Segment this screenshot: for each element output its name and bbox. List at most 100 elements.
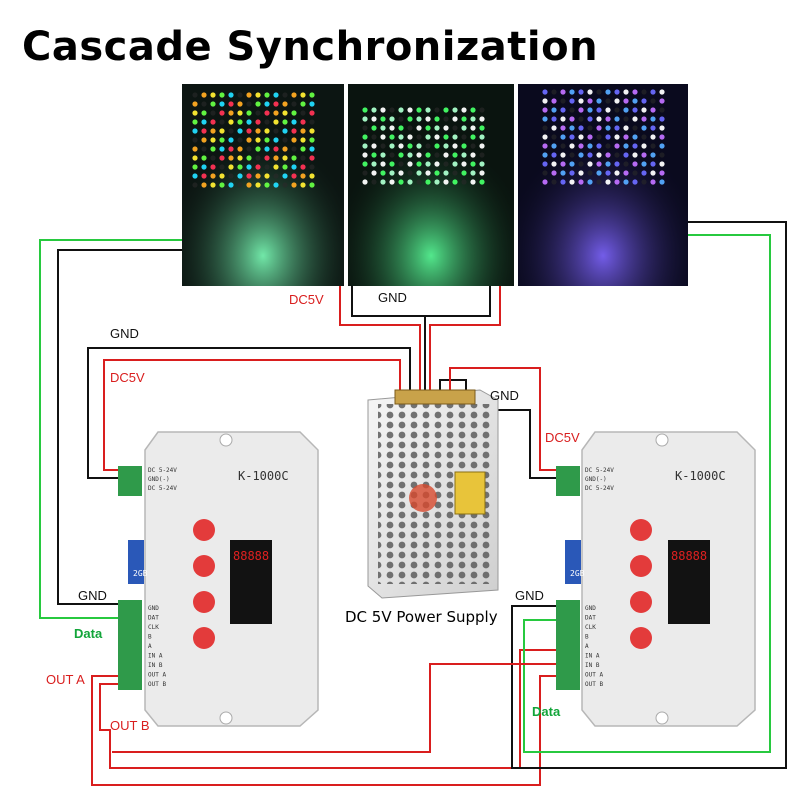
led-dot bbox=[228, 110, 234, 116]
led-dot bbox=[380, 152, 386, 158]
led-dot bbox=[201, 146, 207, 152]
led-dot bbox=[560, 125, 566, 131]
led-dot bbox=[309, 128, 315, 134]
led-dot bbox=[255, 146, 261, 152]
led-dot bbox=[264, 128, 270, 134]
led-dot bbox=[551, 116, 557, 122]
led-dot bbox=[201, 101, 207, 107]
led-dot bbox=[542, 107, 548, 113]
label-gnd-top: GND bbox=[378, 290, 407, 305]
controller-right-button-3[interactable] bbox=[630, 591, 652, 613]
led-dot bbox=[434, 143, 440, 149]
sd-card-label-right: 2GB bbox=[570, 569, 585, 578]
led-dot bbox=[210, 92, 216, 98]
controller-left-button-4[interactable] bbox=[193, 627, 215, 649]
led-dot bbox=[587, 179, 593, 185]
led-dot bbox=[219, 164, 225, 170]
led-dot bbox=[210, 155, 216, 161]
terminal-label: A bbox=[585, 643, 589, 650]
led-dot bbox=[560, 161, 566, 167]
led-dot bbox=[452, 116, 458, 122]
power-supply bbox=[367, 389, 499, 599]
led-dot bbox=[389, 170, 395, 176]
led-dot bbox=[237, 110, 243, 116]
led-dot bbox=[192, 173, 198, 179]
led-dot bbox=[228, 164, 234, 170]
led-dot bbox=[309, 155, 315, 161]
led-dot bbox=[210, 146, 216, 152]
led-dot bbox=[255, 137, 261, 143]
led-dot bbox=[425, 170, 431, 176]
led-dot bbox=[309, 119, 315, 125]
led-dot bbox=[425, 161, 431, 167]
label-gnd-right-psu: GND bbox=[490, 388, 519, 403]
led-dot bbox=[614, 152, 620, 158]
led-dot bbox=[614, 89, 620, 95]
led-dot bbox=[201, 155, 207, 161]
led-dot bbox=[362, 125, 368, 131]
led-dot bbox=[389, 116, 395, 122]
led-dot bbox=[416, 179, 422, 185]
led-dot bbox=[560, 170, 566, 176]
led-dot bbox=[237, 101, 243, 107]
led-dot bbox=[416, 161, 422, 167]
led-dot bbox=[551, 98, 557, 104]
controller-left-button-2[interactable] bbox=[193, 555, 215, 577]
led-dot bbox=[587, 125, 593, 131]
led-dot bbox=[443, 107, 449, 113]
controller-left-button-1[interactable] bbox=[193, 519, 215, 541]
led-dot bbox=[623, 116, 629, 122]
led-dot bbox=[425, 134, 431, 140]
led-dot bbox=[416, 116, 422, 122]
led-dot bbox=[443, 179, 449, 185]
led-dot bbox=[237, 155, 243, 161]
led-dot bbox=[246, 164, 252, 170]
led-dot bbox=[255, 128, 261, 134]
led-dot bbox=[246, 101, 252, 107]
led-dot bbox=[237, 164, 243, 170]
sd-card-left bbox=[128, 540, 144, 584]
led-dot bbox=[479, 152, 485, 158]
controller-right-button-2[interactable] bbox=[630, 555, 652, 577]
segment-display-right bbox=[668, 540, 710, 624]
led-dot bbox=[596, 89, 602, 95]
controller-left-button-3[interactable] bbox=[193, 591, 215, 613]
controller-right-button-4[interactable] bbox=[630, 627, 652, 649]
led-dot bbox=[605, 152, 611, 158]
led-dot bbox=[434, 125, 440, 131]
sd-card-right bbox=[565, 540, 581, 584]
led-dot bbox=[542, 170, 548, 176]
led-dot bbox=[282, 101, 288, 107]
power-terminal-left bbox=[118, 466, 142, 496]
led-dot bbox=[389, 107, 395, 113]
led-dot bbox=[228, 119, 234, 125]
led-dot bbox=[371, 134, 377, 140]
led-dot bbox=[273, 164, 279, 170]
led-dot bbox=[596, 134, 602, 140]
controller-right-button-1[interactable] bbox=[630, 519, 652, 541]
led-dot bbox=[551, 125, 557, 131]
led-dot bbox=[255, 92, 261, 98]
led-dot bbox=[605, 107, 611, 113]
led-dot bbox=[362, 143, 368, 149]
led-dot bbox=[614, 98, 620, 104]
led-dot bbox=[443, 170, 449, 176]
led-dot bbox=[192, 146, 198, 152]
led-dot bbox=[219, 101, 225, 107]
led-dot bbox=[461, 170, 467, 176]
led-dot bbox=[578, 170, 584, 176]
led-dot bbox=[219, 173, 225, 179]
led-dot bbox=[282, 119, 288, 125]
led-dot bbox=[578, 143, 584, 149]
led-dot bbox=[407, 179, 413, 185]
led-dot bbox=[291, 173, 297, 179]
led-dot bbox=[578, 107, 584, 113]
led-dot bbox=[309, 146, 315, 152]
led-dot bbox=[641, 152, 647, 158]
led-dot bbox=[246, 137, 252, 143]
controller-right bbox=[556, 431, 756, 727]
led-dot bbox=[452, 134, 458, 140]
led-dot bbox=[596, 107, 602, 113]
led-dot bbox=[398, 170, 404, 176]
led-dot bbox=[641, 107, 647, 113]
